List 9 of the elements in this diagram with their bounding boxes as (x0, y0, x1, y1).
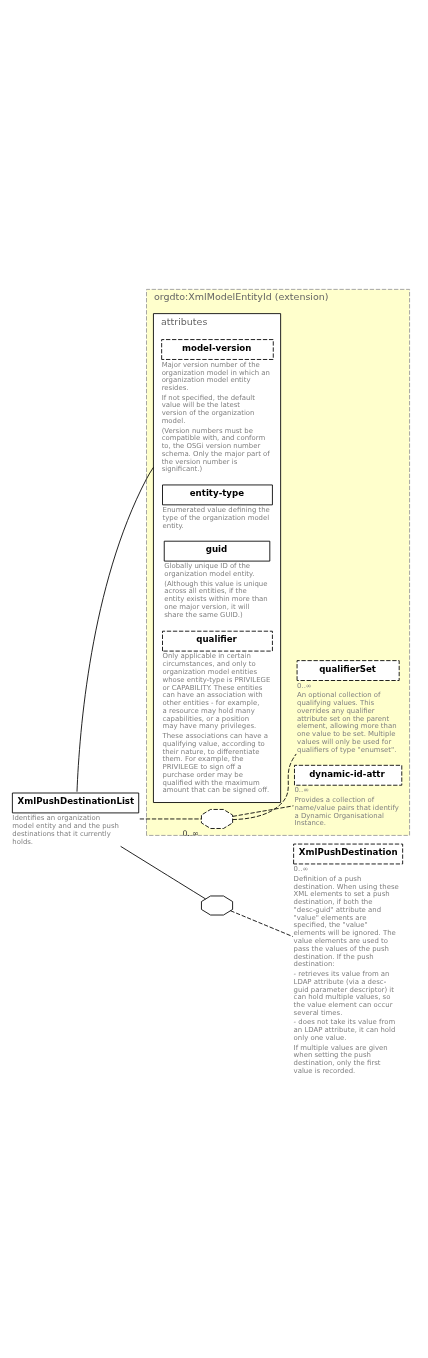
connector (232, 753, 297, 820)
connector (230, 910, 294, 937)
connector (232, 805, 294, 817)
node-label: 0..∞ (182, 829, 199, 839)
node-octagon (201, 809, 234, 829)
node-octagon (201, 895, 234, 916)
connector (120, 845, 207, 900)
connector (76, 466, 154, 793)
connector (139, 818, 202, 820)
